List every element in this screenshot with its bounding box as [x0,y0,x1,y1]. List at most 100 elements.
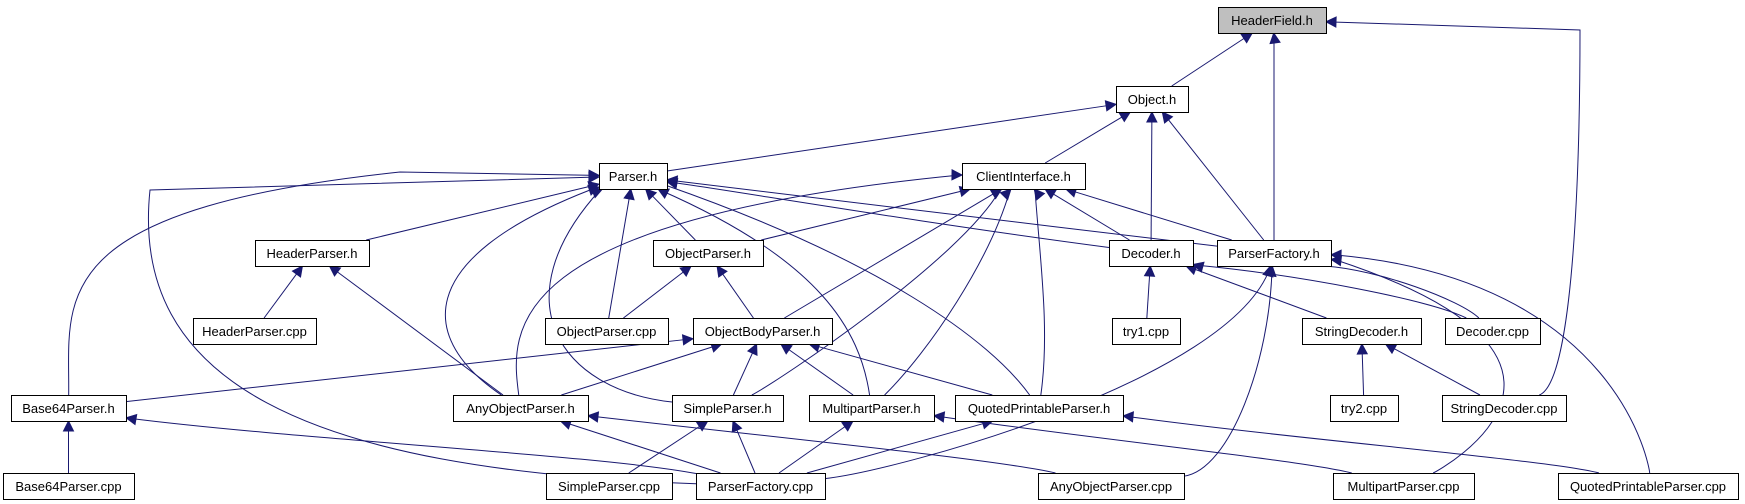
edge-line [623,271,684,319]
node-stringdecoder-h[interactable]: StringDecoder.h [1302,318,1422,345]
edge-objectparser_cpp-to-parser_h [608,187,635,319]
edge-try2_cpp-to-stringdecoder_h [1356,342,1369,396]
node-headerparser-cpp[interactable]: HeaderParser.cpp [193,318,317,345]
edge-headerparser_h-to-parser_h [366,180,601,241]
node-box [193,318,317,345]
edge-line [1335,259,1505,474]
arrowhead [679,265,692,278]
arrowhead [1161,111,1174,124]
edge-parserfactory_h-to-object_h [1161,111,1265,241]
node-stringdecoder-cpp[interactable]: StringDecoder.cpp [1442,395,1567,422]
edge-multipartparser_h-to-parser_h [657,188,871,396]
edge-line [589,415,1056,474]
node-box [1445,318,1541,345]
edge-headerparser_cpp-to-headerparser_h [263,265,304,319]
node-multipartparser-cpp[interactable]: MultipartParser.cpp [1333,473,1475,500]
node-simpleparser-h[interactable]: SimpleParser.h [672,395,784,422]
node-parser-h[interactable]: Parser.h [599,163,668,190]
node-label: AnyObjectParser.h [466,401,574,416]
node-base64parser-cpp[interactable]: Base64Parser.cpp [3,473,135,500]
node-label: ParserFactory.h [1228,246,1320,261]
node-headerparser-h[interactable]: HeaderParser.h [255,240,370,267]
edge-stringdecoder_cpp-to-stringdecoder_h [1384,343,1481,396]
node-box [955,395,1124,422]
node-object-h[interactable]: Object.h [1116,86,1189,113]
edge-line [935,415,1352,474]
node-parserfactory-cpp[interactable]: ParserFactory.cpp [696,473,826,500]
edge-line [761,190,961,241]
edge-line [652,195,696,241]
node-box [1442,395,1567,422]
node-parserfactory-h[interactable]: ParserFactory.h [1217,240,1332,267]
node-anyobjectparser-h[interactable]: AnyObjectParser.h [453,395,589,422]
node-box [1218,7,1327,34]
node-objectbodyparser-h[interactable]: ObjectBodyParser.h [693,318,833,345]
node-clientinterface-h[interactable]: ClientInterface.h [962,163,1086,190]
arrowhead [1104,100,1118,112]
edge-parserfactory_h-to-headerfield_h [1269,31,1281,240]
edge-line [126,417,697,475]
edge-line [659,189,871,396]
node-box [1116,86,1189,113]
edge-line [1335,21,1581,396]
arrowhead [1329,249,1342,261]
node-box [546,473,673,500]
edge-anyobjectparser_cpp-to-parserfactory_h [1183,264,1277,477]
node-anyobjectparser-cpp[interactable]: AnyObjectParser.cpp [1038,473,1185,500]
edge-line [1324,265,1480,319]
node-base64parser-h[interactable]: Base64Parser.h [11,395,127,422]
node-label: SimpleParser.cpp [558,479,660,494]
edge-line [667,179,1218,247]
node-decoder-h[interactable]: Decoder.h [1109,240,1194,267]
edge-decoder_h-to-object_h [1146,110,1158,241]
edge-line [732,352,753,396]
edges-layer [62,16,1651,485]
node-try1-cpp[interactable]: try1.cpp [1112,318,1181,345]
arrowhead [731,419,743,433]
node-quotedprintableparser-cpp[interactable]: QuotedPrintableParser.cpp [1558,473,1739,500]
node-box [696,473,826,500]
node-objectparser-h[interactable]: ObjectParser.h [653,240,764,267]
edge-anyobjectparser_h-to-clientinterface_h [515,169,964,396]
node-quotedprintableparser-h[interactable]: QuotedPrintableParser.h [955,395,1124,422]
edge-line [569,423,721,474]
edge-parserfactory_cpp-to-base64parser_h [124,413,697,475]
edge-line [778,426,846,474]
arrowhead [1033,188,1046,201]
edge-line [263,273,297,319]
edge-line [366,186,590,241]
arrowhead [999,188,1012,201]
node-label: ParserFactory.cpp [708,479,813,494]
node-label: Decoder.h [1121,246,1180,261]
node-label: Object.h [1128,92,1176,107]
arrowhead [665,175,679,187]
node-box [255,240,370,267]
node-box [1558,473,1739,500]
arrowhead [1356,342,1369,355]
node-multipartparser-h[interactable]: MultipartParser.h [809,395,935,422]
node-box [1217,240,1332,267]
edge-objectparser_h-to-parser_h [644,188,696,241]
node-objectparser-cpp[interactable]: ObjectParser.cpp [545,318,669,345]
node-headerfield-h[interactable]: HeaderField.h [1218,7,1327,34]
arrowhead [328,265,342,277]
arrowhead [1118,111,1132,123]
arrowhead [1324,16,1337,28]
node-box [3,473,135,500]
edge-line [1150,121,1153,241]
node-decoder-cpp[interactable]: Decoder.cpp [1445,318,1541,345]
arrowhead [124,413,138,426]
edge-anyobjectparser_h-to-headerparser_h [328,265,504,396]
node-try2-cpp[interactable]: try2.cpp [1330,395,1399,422]
node-box [962,163,1086,190]
edge-line [806,423,984,474]
edge-line [1123,415,1600,474]
node-box [599,163,668,190]
node-box [693,318,833,345]
edge-parserfactory_cpp-to-parserfactory_h [824,264,1274,480]
edge-line [666,105,1107,172]
node-simpleparser-cpp[interactable]: SimpleParser.cpp [546,473,673,500]
arrowhead [62,419,75,432]
edge-base64parser_h-to-objectbodyparser_h [125,334,695,403]
edge-line [667,181,1110,248]
